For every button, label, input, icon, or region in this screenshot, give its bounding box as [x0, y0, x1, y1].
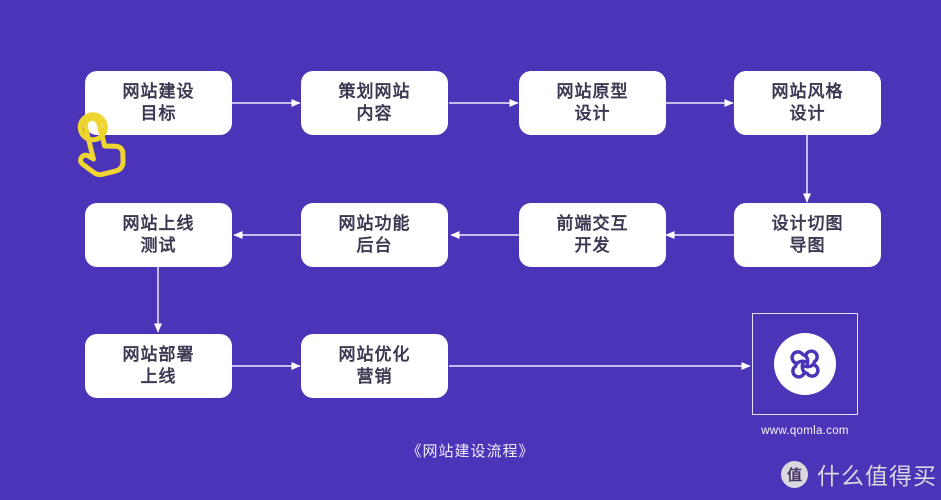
qomla-logo-box — [752, 313, 858, 415]
flow-node-marketing: 网站优化 营销 — [301, 334, 448, 398]
node-label-line: 开发 — [574, 236, 611, 255]
flow-node-deploy: 网站部署 上线 — [85, 334, 232, 398]
node-label-line: 设计切图 — [771, 213, 844, 233]
smzdm-watermark: 值 什么值得买 — [781, 457, 937, 491]
node-label-line: 目标 — [140, 104, 177, 123]
flow-node-style: 网站风格 设计 — [734, 71, 881, 135]
flow-node-test: 网站上线 测试 — [85, 203, 232, 267]
node-label-line: 营销 — [356, 367, 393, 386]
smzdm-badge-icon: 值 — [781, 460, 808, 488]
flow-node-frontend: 前端交互 开发 — [519, 203, 666, 267]
node-label-line: 策划网站 — [338, 81, 411, 101]
qomla-url-text: www.qomla.com — [761, 425, 849, 437]
node-label-line: 后台 — [356, 236, 393, 255]
flow-node-backend: 网站功能 后台 — [301, 203, 448, 267]
qomla-clover-logo-icon — [788, 347, 822, 381]
flow-node-goal: 网站建设 目标 — [85, 71, 232, 135]
flow-node-plan: 策划网站 内容 — [301, 71, 448, 135]
node-label-line: 网站建设 — [122, 81, 195, 101]
smzdm-watermark-text: 什么值得买 — [817, 463, 937, 489]
node-label-line: 网站部署 — [122, 344, 195, 364]
node-label-line: 设计 — [574, 104, 611, 123]
flow-node-slicing: 设计切图 导图 — [734, 203, 881, 267]
node-label-line: 导图 — [789, 236, 826, 255]
node-label-line: 设计 — [789, 104, 826, 123]
node-label-line: 网站原型 — [556, 81, 629, 101]
node-label-line: 网站功能 — [338, 213, 411, 233]
diagram-caption: 《网站建设流程》 — [406, 443, 535, 460]
node-label-line: 网站优化 — [338, 344, 411, 364]
node-label-line: 上线 — [140, 367, 177, 386]
node-label-line: 网站风格 — [771, 81, 844, 101]
node-label-line: 内容 — [356, 104, 393, 123]
node-label-line: 前端交互 — [556, 213, 629, 233]
flow-node-prototype: 网站原型 设计 — [519, 71, 666, 135]
node-label-line: 网站上线 — [122, 213, 195, 233]
node-label-line: 测试 — [140, 236, 177, 255]
qomla-logo-circle — [774, 333, 836, 395]
